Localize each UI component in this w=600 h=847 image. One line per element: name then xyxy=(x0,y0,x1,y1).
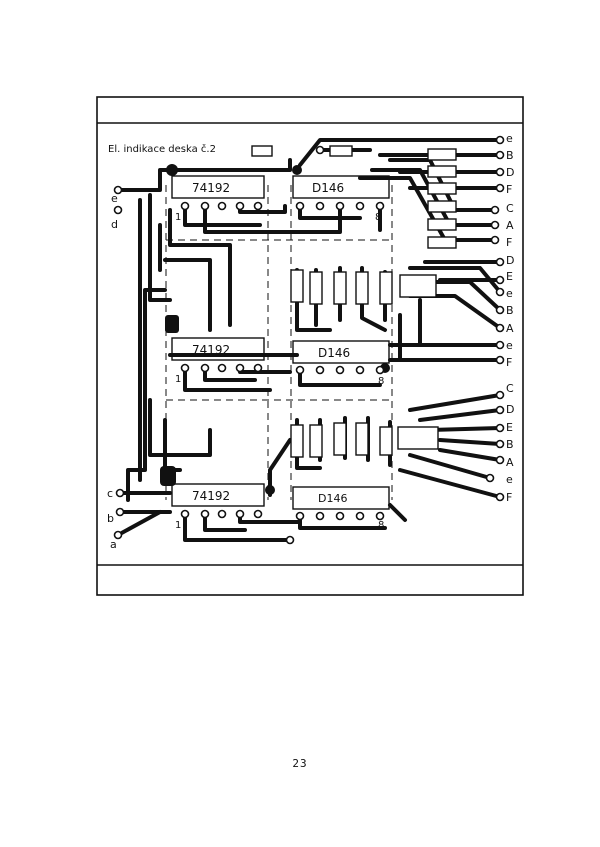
pin8-mark-row3: 8 xyxy=(378,520,384,531)
edge-label: B xyxy=(506,438,514,451)
edge-label: e xyxy=(506,473,513,486)
resistor-bank-1 xyxy=(290,269,437,305)
resistor-bank-2 xyxy=(290,422,439,458)
resistor-bank-top xyxy=(251,145,457,249)
edge-label: F xyxy=(506,183,512,196)
chip-label-1b: D146 xyxy=(312,181,344,195)
ic-row-2 xyxy=(171,337,390,364)
edge-label: d xyxy=(111,218,118,231)
edge-label: e xyxy=(506,287,513,300)
right-labels-bottom: C D E B A e F xyxy=(506,382,514,504)
edge-label: e xyxy=(506,132,513,145)
ic-row-3 xyxy=(171,483,390,510)
pin1-mark-row2: 1 xyxy=(175,374,181,385)
board-outline xyxy=(96,96,524,596)
pin1-mark-row3: 1 xyxy=(175,520,181,531)
chip-label-1a: 74192 xyxy=(192,181,230,195)
edge-label: C xyxy=(506,382,514,395)
edge-label: A xyxy=(506,219,514,232)
edge-label: C xyxy=(506,202,514,215)
edge-label: D xyxy=(506,403,514,416)
edge-label: D xyxy=(506,254,514,267)
solder-blobs xyxy=(160,164,390,495)
edge-label: b xyxy=(107,512,114,525)
edge-label: A xyxy=(506,322,514,335)
chip-label-2b: D146 xyxy=(318,346,350,360)
edge-label: a xyxy=(110,538,117,551)
edge-label: c xyxy=(107,487,113,500)
edge-label: E xyxy=(506,421,513,434)
dashed-guides xyxy=(165,185,393,500)
edge-label: F xyxy=(506,356,512,369)
edge-label: E xyxy=(506,270,513,283)
right-labels-mid: D E e B A e F xyxy=(506,254,514,369)
chip-label-3b: D146 xyxy=(318,492,347,505)
edge-label: B xyxy=(506,149,514,162)
right-labels-top: e B D F C A F xyxy=(506,132,514,249)
edge-label: F xyxy=(506,236,512,249)
board-title: El. indikace deska č.2 xyxy=(108,143,216,155)
edge-label: B xyxy=(506,304,514,317)
pin8-mark-row2: 8 xyxy=(378,376,384,387)
pads xyxy=(113,135,505,545)
left-labels: e d c b a xyxy=(107,192,118,551)
ic-row-1 xyxy=(171,175,390,199)
page-number: 23 xyxy=(292,757,308,770)
edge-label: F xyxy=(506,491,512,504)
edge-label: e xyxy=(506,339,513,352)
edge-label: e xyxy=(111,192,118,205)
edge-label: A xyxy=(506,456,514,469)
edge-label: D xyxy=(506,166,514,179)
chip-label-3a: 74192 xyxy=(192,489,230,503)
pin1-mark-row1: 1 xyxy=(175,212,181,223)
